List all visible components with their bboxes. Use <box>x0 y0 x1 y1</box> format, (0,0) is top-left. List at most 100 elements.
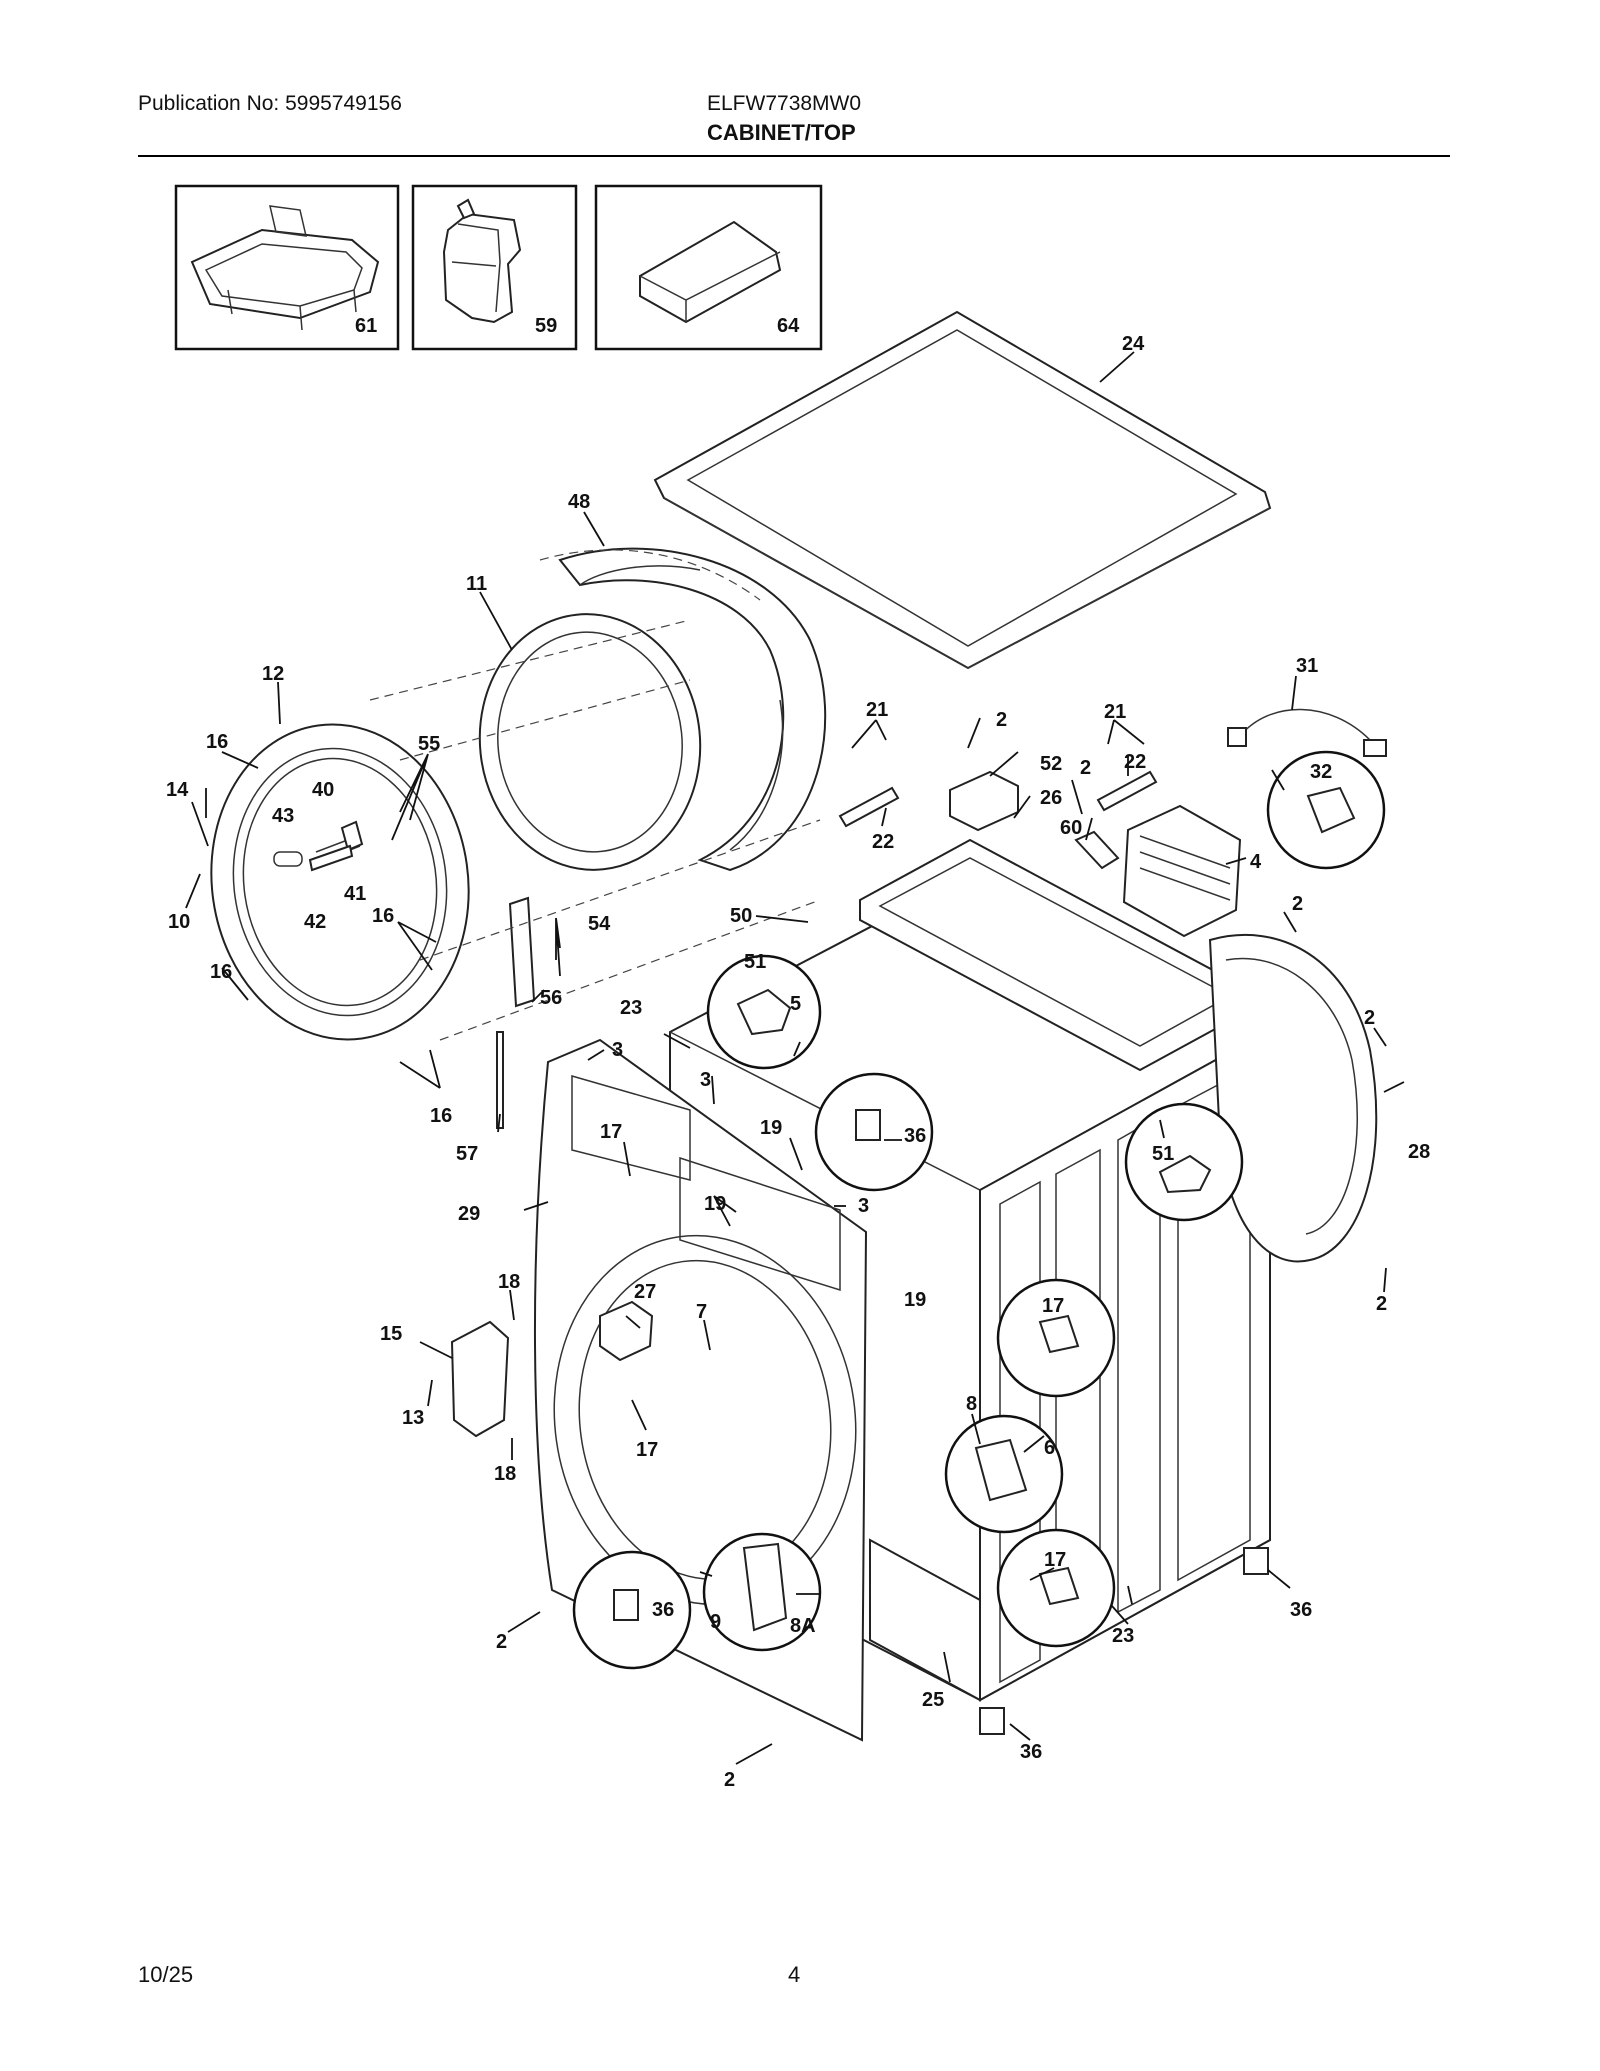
callout-24: 24 <box>1122 333 1145 355</box>
callout-36-a: 36 <box>904 1125 926 1147</box>
callout-8A: 8A <box>790 1615 816 1637</box>
callout-labels: 61 59 64 24 48 11 12 16 55 14 40 43 10 4… <box>166 315 1430 1791</box>
callout-2-f: 2 <box>496 1631 507 1653</box>
callout-43: 43 <box>272 805 294 827</box>
callout-52: 52 <box>1040 753 1062 775</box>
callout-32: 32 <box>1310 761 1332 783</box>
callout-2-g: 2 <box>724 1769 735 1791</box>
callout-59: 59 <box>535 315 557 337</box>
callout-18-b: 18 <box>494 1463 516 1485</box>
detail-circle-32 <box>1266 750 1386 870</box>
revision-date: 10/25 <box>138 1962 194 1987</box>
filter-52 <box>949 770 1019 832</box>
callout-2-b: 2 <box>1080 757 1091 779</box>
callout-55: 55 <box>418 733 440 755</box>
callout-54: 54 <box>588 913 611 935</box>
callout-28: 28 <box>1408 1141 1430 1163</box>
publication-number: Publication No: 5995749156 <box>138 92 402 115</box>
callout-31: 31 <box>1296 655 1318 677</box>
callout-60: 60 <box>1060 817 1082 839</box>
callout-5: 5 <box>790 993 801 1015</box>
door-catch-40 <box>308 820 364 872</box>
door-ring-12 <box>210 723 470 1041</box>
callout-21-a: 21 <box>866 699 888 721</box>
callout-18-a: 18 <box>498 1271 520 1293</box>
callout-7: 7 <box>696 1301 707 1323</box>
callout-19-a: 19 <box>760 1117 782 1139</box>
callout-2-e: 2 <box>1376 1293 1387 1315</box>
callout-51-a: 51 <box>744 951 766 973</box>
door-hinge-56 <box>508 896 536 1008</box>
callout-19-c: 19 <box>904 1289 926 1311</box>
door-glass-11 <box>478 613 702 871</box>
detail-circle-8 <box>944 1414 1064 1534</box>
callout-27: 27 <box>634 1281 656 1303</box>
power-cord-31 <box>1227 708 1387 757</box>
callout-21-b: 21 <box>1104 701 1126 723</box>
callout-41: 41 <box>344 883 366 905</box>
leader-lines <box>185 351 1405 1765</box>
detail-circle-17a <box>996 1278 1116 1398</box>
callout-3-a: 3 <box>612 1039 623 1061</box>
detail-circle-51b <box>1124 1102 1244 1222</box>
callout-42: 42 <box>304 911 326 933</box>
leveling-foot-36c <box>1243 1547 1269 1575</box>
door-lock-27 <box>599 1300 654 1362</box>
leveling-foot-36d <box>979 1707 1005 1735</box>
detail-circle-36b <box>572 1550 692 1670</box>
door-frame-48 <box>539 547 827 872</box>
bracket-22b <box>1096 770 1158 812</box>
rear-panel-28 <box>1208 934 1378 1263</box>
callout-26: 26 <box>1040 787 1062 809</box>
bracket-22a <box>838 786 900 828</box>
callout-17-d: 17 <box>1044 1549 1066 1571</box>
callout-17-a: 17 <box>600 1121 622 1143</box>
inset-box-64 <box>594 184 823 351</box>
callout-50: 50 <box>730 905 752 927</box>
bracket-60 <box>1074 830 1120 870</box>
callout-22-a: 22 <box>872 831 894 853</box>
top-panel-24 <box>653 310 1272 670</box>
section-title: CABINET/TOP <box>707 120 856 145</box>
callout-3-c: 3 <box>858 1195 869 1217</box>
callout-56: 56 <box>540 987 562 1009</box>
inset-box-61 <box>174 184 400 351</box>
callout-61: 61 <box>355 315 377 337</box>
callout-23-a: 23 <box>620 997 642 1019</box>
detail-circle-36a <box>814 1072 934 1192</box>
callout-16-c: 16 <box>210 961 232 983</box>
callout-2-d: 2 <box>1364 1007 1375 1029</box>
callout-16-d: 16 <box>430 1105 452 1127</box>
callout-15: 15 <box>380 1323 402 1345</box>
callout-51-b: 51 <box>1152 1143 1174 1165</box>
detail-circle-17b <box>996 1528 1116 1648</box>
model-number: ELFW7738MW0 <box>707 92 862 115</box>
callout-9: 9 <box>710 1611 721 1633</box>
callout-17-c: 17 <box>636 1439 658 1461</box>
detail-circle-8A <box>702 1532 822 1652</box>
callout-3-b: 3 <box>700 1069 711 1091</box>
callout-22-b: 22 <box>1124 751 1146 773</box>
callout-16-a: 16 <box>206 731 228 753</box>
base-25 <box>869 1538 981 1702</box>
callout-23-b: 23 <box>1112 1625 1134 1647</box>
callout-57: 57 <box>456 1143 478 1165</box>
callout-11: 11 <box>466 573 487 595</box>
control-board-4 <box>1122 804 1242 938</box>
detail-circle-51a <box>706 954 822 1070</box>
callout-14: 14 <box>166 779 189 801</box>
callout-17-b: 17 <box>1042 1295 1064 1317</box>
callout-36-c: 36 <box>652 1599 674 1621</box>
callout-19-b: 19 <box>704 1193 726 1215</box>
door-hinge-15 <box>450 1320 510 1438</box>
callout-4: 4 <box>1250 851 1262 873</box>
callout-29: 29 <box>458 1203 480 1225</box>
callout-16-b: 16 <box>372 905 394 927</box>
inset-box-59 <box>411 184 578 351</box>
callout-36-b: 36 <box>1290 1599 1312 1621</box>
callout-40: 40 <box>312 779 334 801</box>
callout-2-c: 2 <box>1292 893 1303 915</box>
callout-10: 10 <box>168 911 190 933</box>
callout-6: 6 <box>1044 1437 1055 1459</box>
